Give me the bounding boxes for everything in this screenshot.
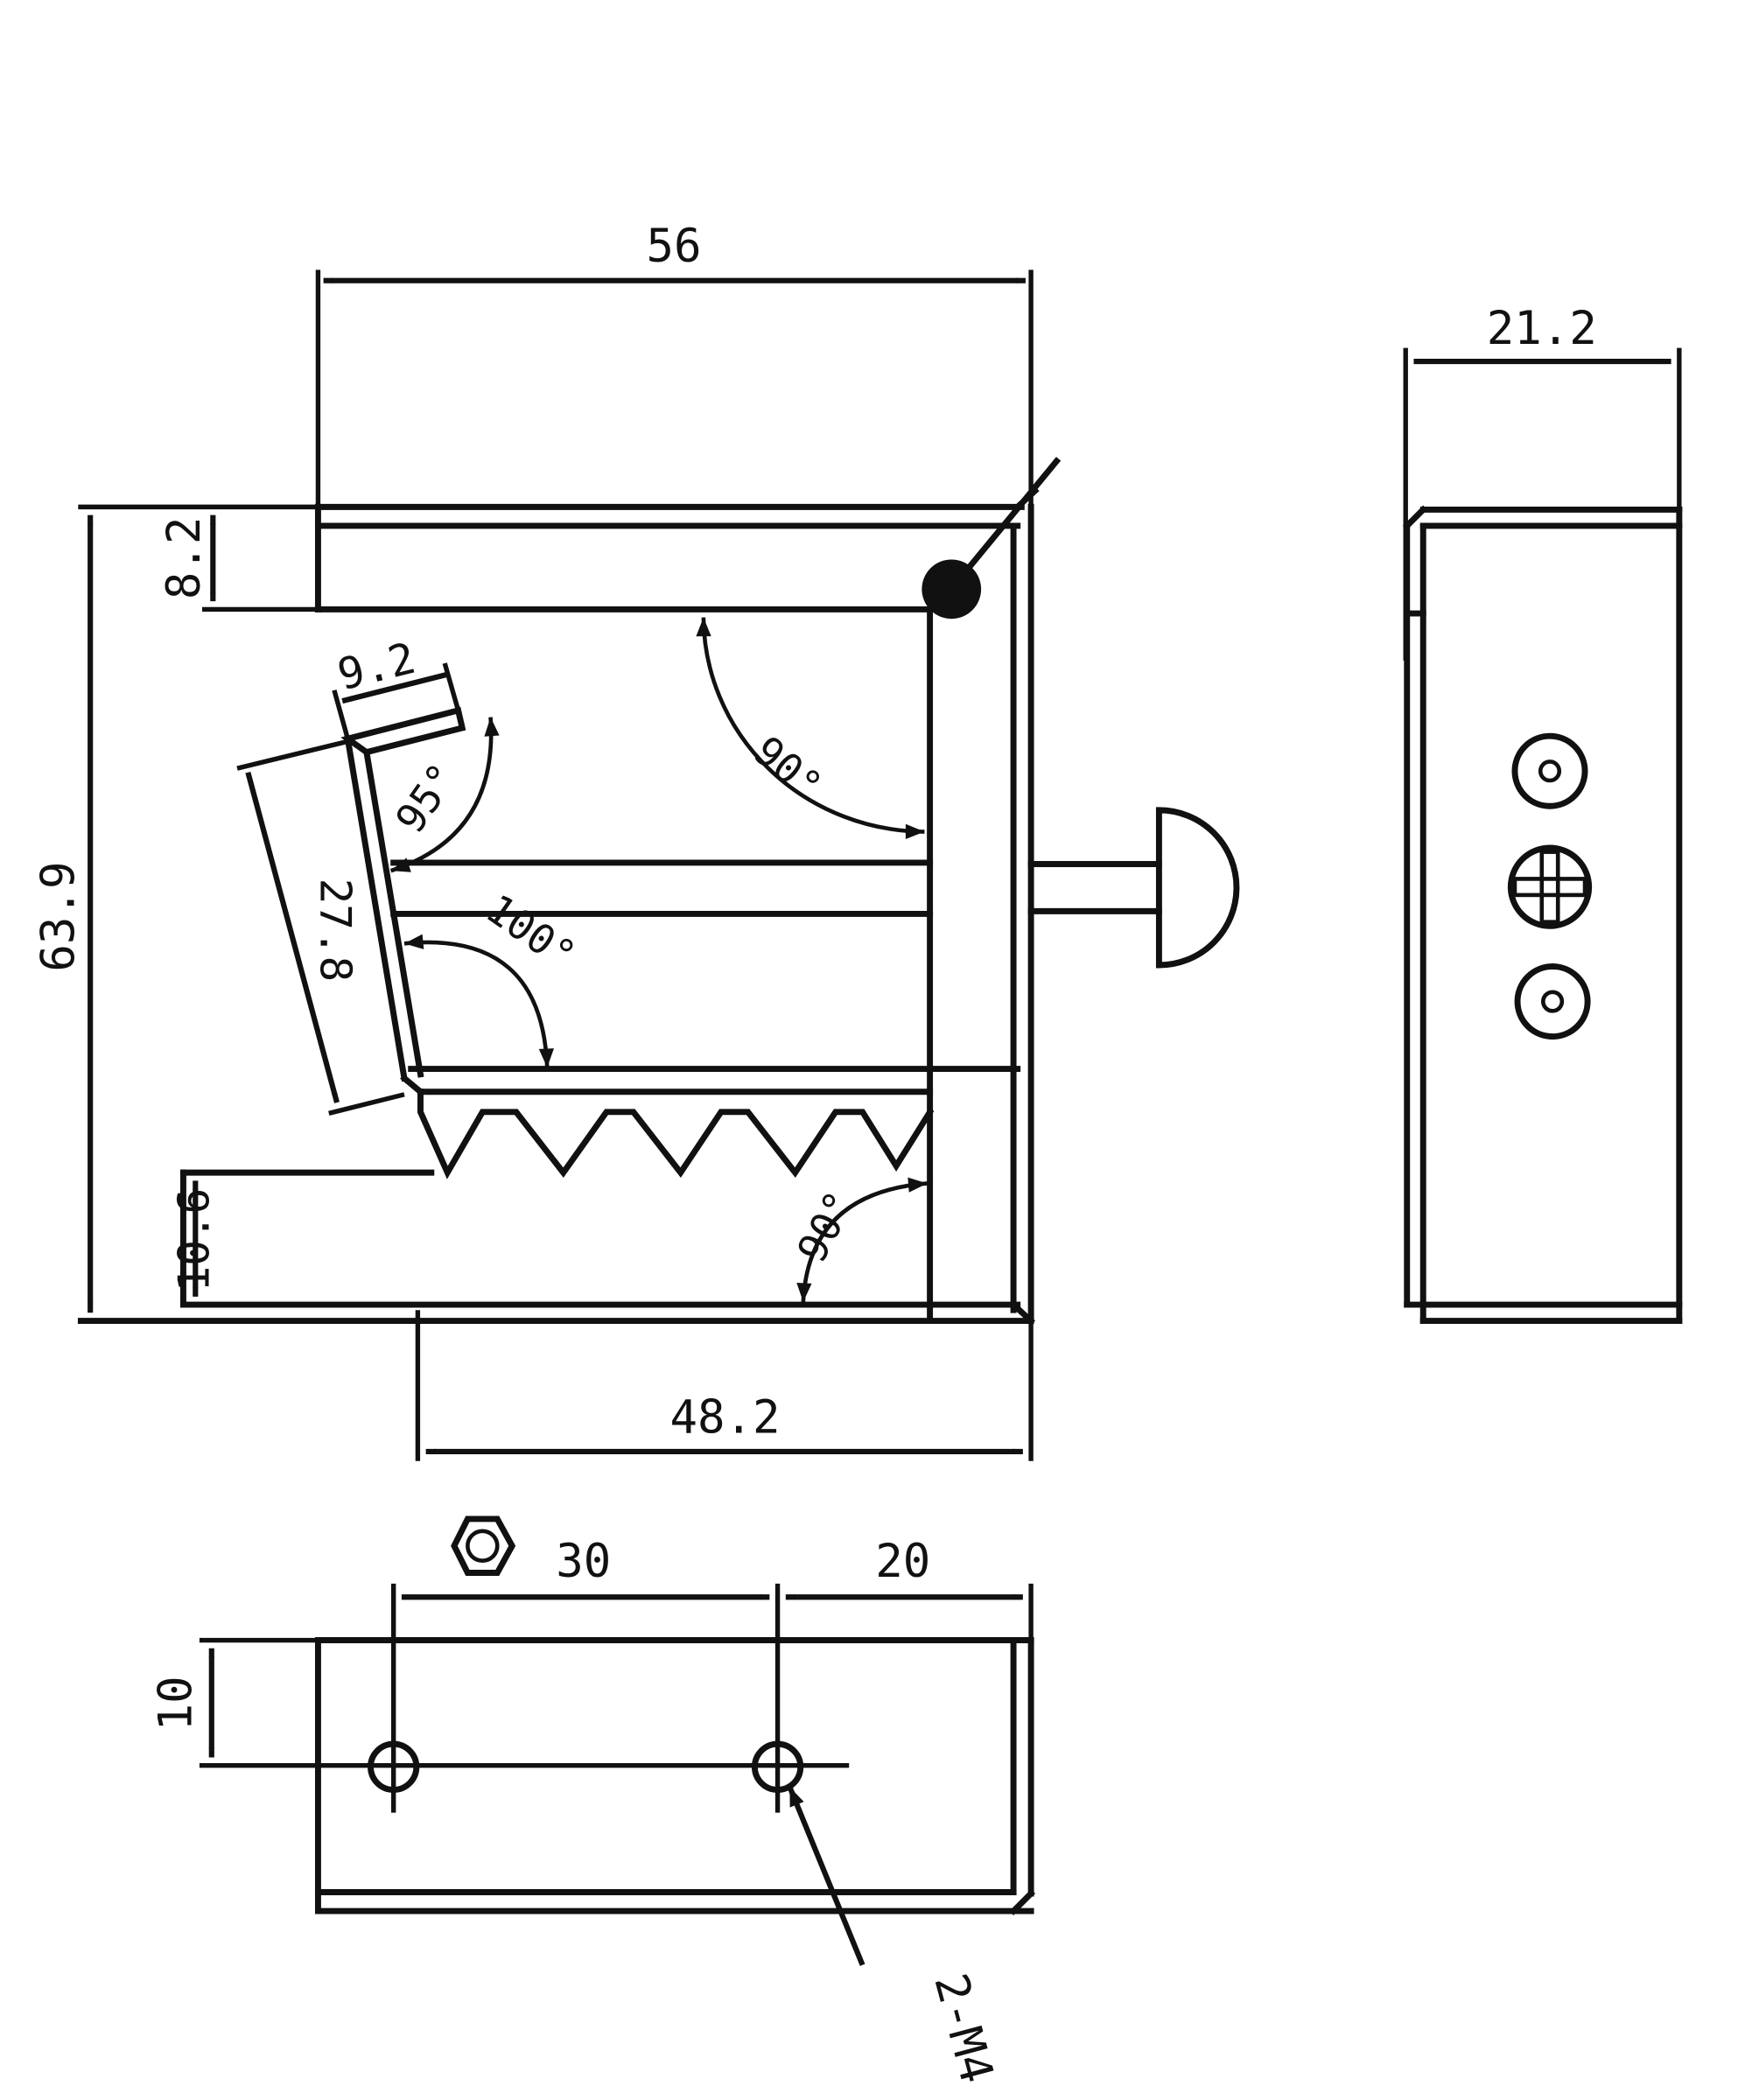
side-body: [1402, 505, 1683, 1325]
dimension-label-hole-to-end: 20: [875, 1535, 930, 1588]
bracket-body: [77, 486, 1040, 1326]
dimension-top-width: 56: [315, 220, 1034, 547]
angle-label-lip: 95°: [386, 754, 466, 841]
hex-nut-icon: [451, 1516, 516, 1576]
dimension-side-width: 21.2: [1403, 302, 1682, 661]
screw-hole-bottom: [1514, 963, 1591, 1040]
dimension-label-hole-offset: 10: [150, 1676, 203, 1731]
cross-screw-icon: [1507, 844, 1593, 929]
hole-callout-label: 2-M4: [923, 1968, 1004, 2089]
dimension-label-top-width: 56: [646, 220, 701, 273]
dimension-label-bottom-flange: 10.6: [169, 1188, 220, 1292]
dimension-hole-to-end: 20: [785, 1535, 1034, 1658]
dimension-lip-width: 9.2: [332, 633, 461, 739]
dimension-label-hole-spacing: 30: [556, 1535, 611, 1588]
angle-label-lower-right: 90°: [788, 1183, 864, 1270]
dimension-top-flange: 8.2: [158, 514, 324, 612]
side-view: 21.2: [1402, 302, 1683, 1325]
dimension-bottom-width: 48.2: [415, 1310, 1034, 1461]
mounting-plate: [314, 1637, 1036, 1915]
dimension-bottom-flange: 10.6: [169, 1180, 220, 1297]
knob: [1027, 807, 1240, 969]
dimension-label-plate-length: 27.8: [311, 878, 361, 983]
dimension-label-side-width: 21.2: [1487, 302, 1597, 355]
dimension-plate-length: 27.8: [236, 738, 405, 1116]
angle-upper-right: 90°: [696, 617, 925, 840]
angle-lower-right: 90°: [788, 1177, 928, 1303]
screw-hole-top: [1511, 732, 1588, 809]
angle-label-upper-right: 90°: [745, 727, 831, 810]
dimension-hole-offset: 10: [150, 1637, 850, 1768]
dimension-label-top-flange: 8.2: [158, 517, 211, 600]
angle-label-plate: 100°: [478, 885, 585, 979]
dimension-label-lip-width: 9.2: [333, 633, 420, 701]
dimension-overall-height: 63.9: [32, 504, 431, 1324]
dimension-label-bottom-width: 48.2: [669, 1390, 780, 1444]
bottom-view: 30 20 10 2-M4: [150, 1516, 1036, 2089]
dimension-label-overall-height: 63.9: [32, 861, 86, 971]
hex-nut-hole: [466, 1529, 500, 1563]
dimension-hole-spacing: 30: [390, 1535, 781, 1813]
hole-callout-leader: 2-M4: [787, 1786, 1004, 2089]
front-view: 56 63.9 8.2: [32, 220, 1240, 1461]
pivot-pin: [922, 457, 1062, 620]
mounting-hole-left: [368, 1740, 420, 1793]
mounting-hole-right: [751, 1740, 804, 1793]
teeth-serration: [417, 1088, 935, 1180]
